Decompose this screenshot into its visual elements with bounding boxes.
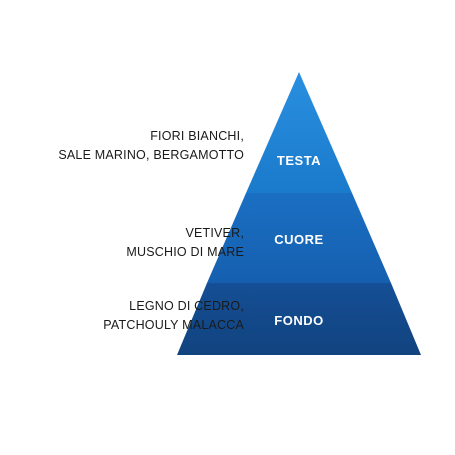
pyramid-tier-base — [177, 283, 421, 355]
note-line: PATCHOULY MALACCA — [103, 318, 244, 332]
pyramid-tier-middle — [207, 193, 391, 283]
notes-middle: VETIVER, MUSCHIO DI MARE — [126, 224, 244, 262]
notes-top: FIORI BIANCHI, SALE MARINO, BERGAMOTTO — [58, 127, 244, 165]
note-line: SALE MARINO, BERGAMOTTO — [58, 148, 244, 162]
note-line: FIORI BIANCHI, — [150, 129, 244, 143]
note-line: MUSCHIO DI MARE — [126, 245, 244, 259]
note-line: VETIVER, — [185, 226, 244, 240]
tier-label-base: FONDO — [274, 313, 323, 328]
tier-label-middle: CUORE — [274, 232, 323, 247]
notes-base: LEGNO DI CEDRO, PATCHOULY MALACCA — [103, 297, 244, 335]
note-line: LEGNO DI CEDRO, — [129, 299, 244, 313]
pyramid-tier-top — [246, 72, 352, 193]
tier-label-top: TESTA — [277, 153, 321, 168]
